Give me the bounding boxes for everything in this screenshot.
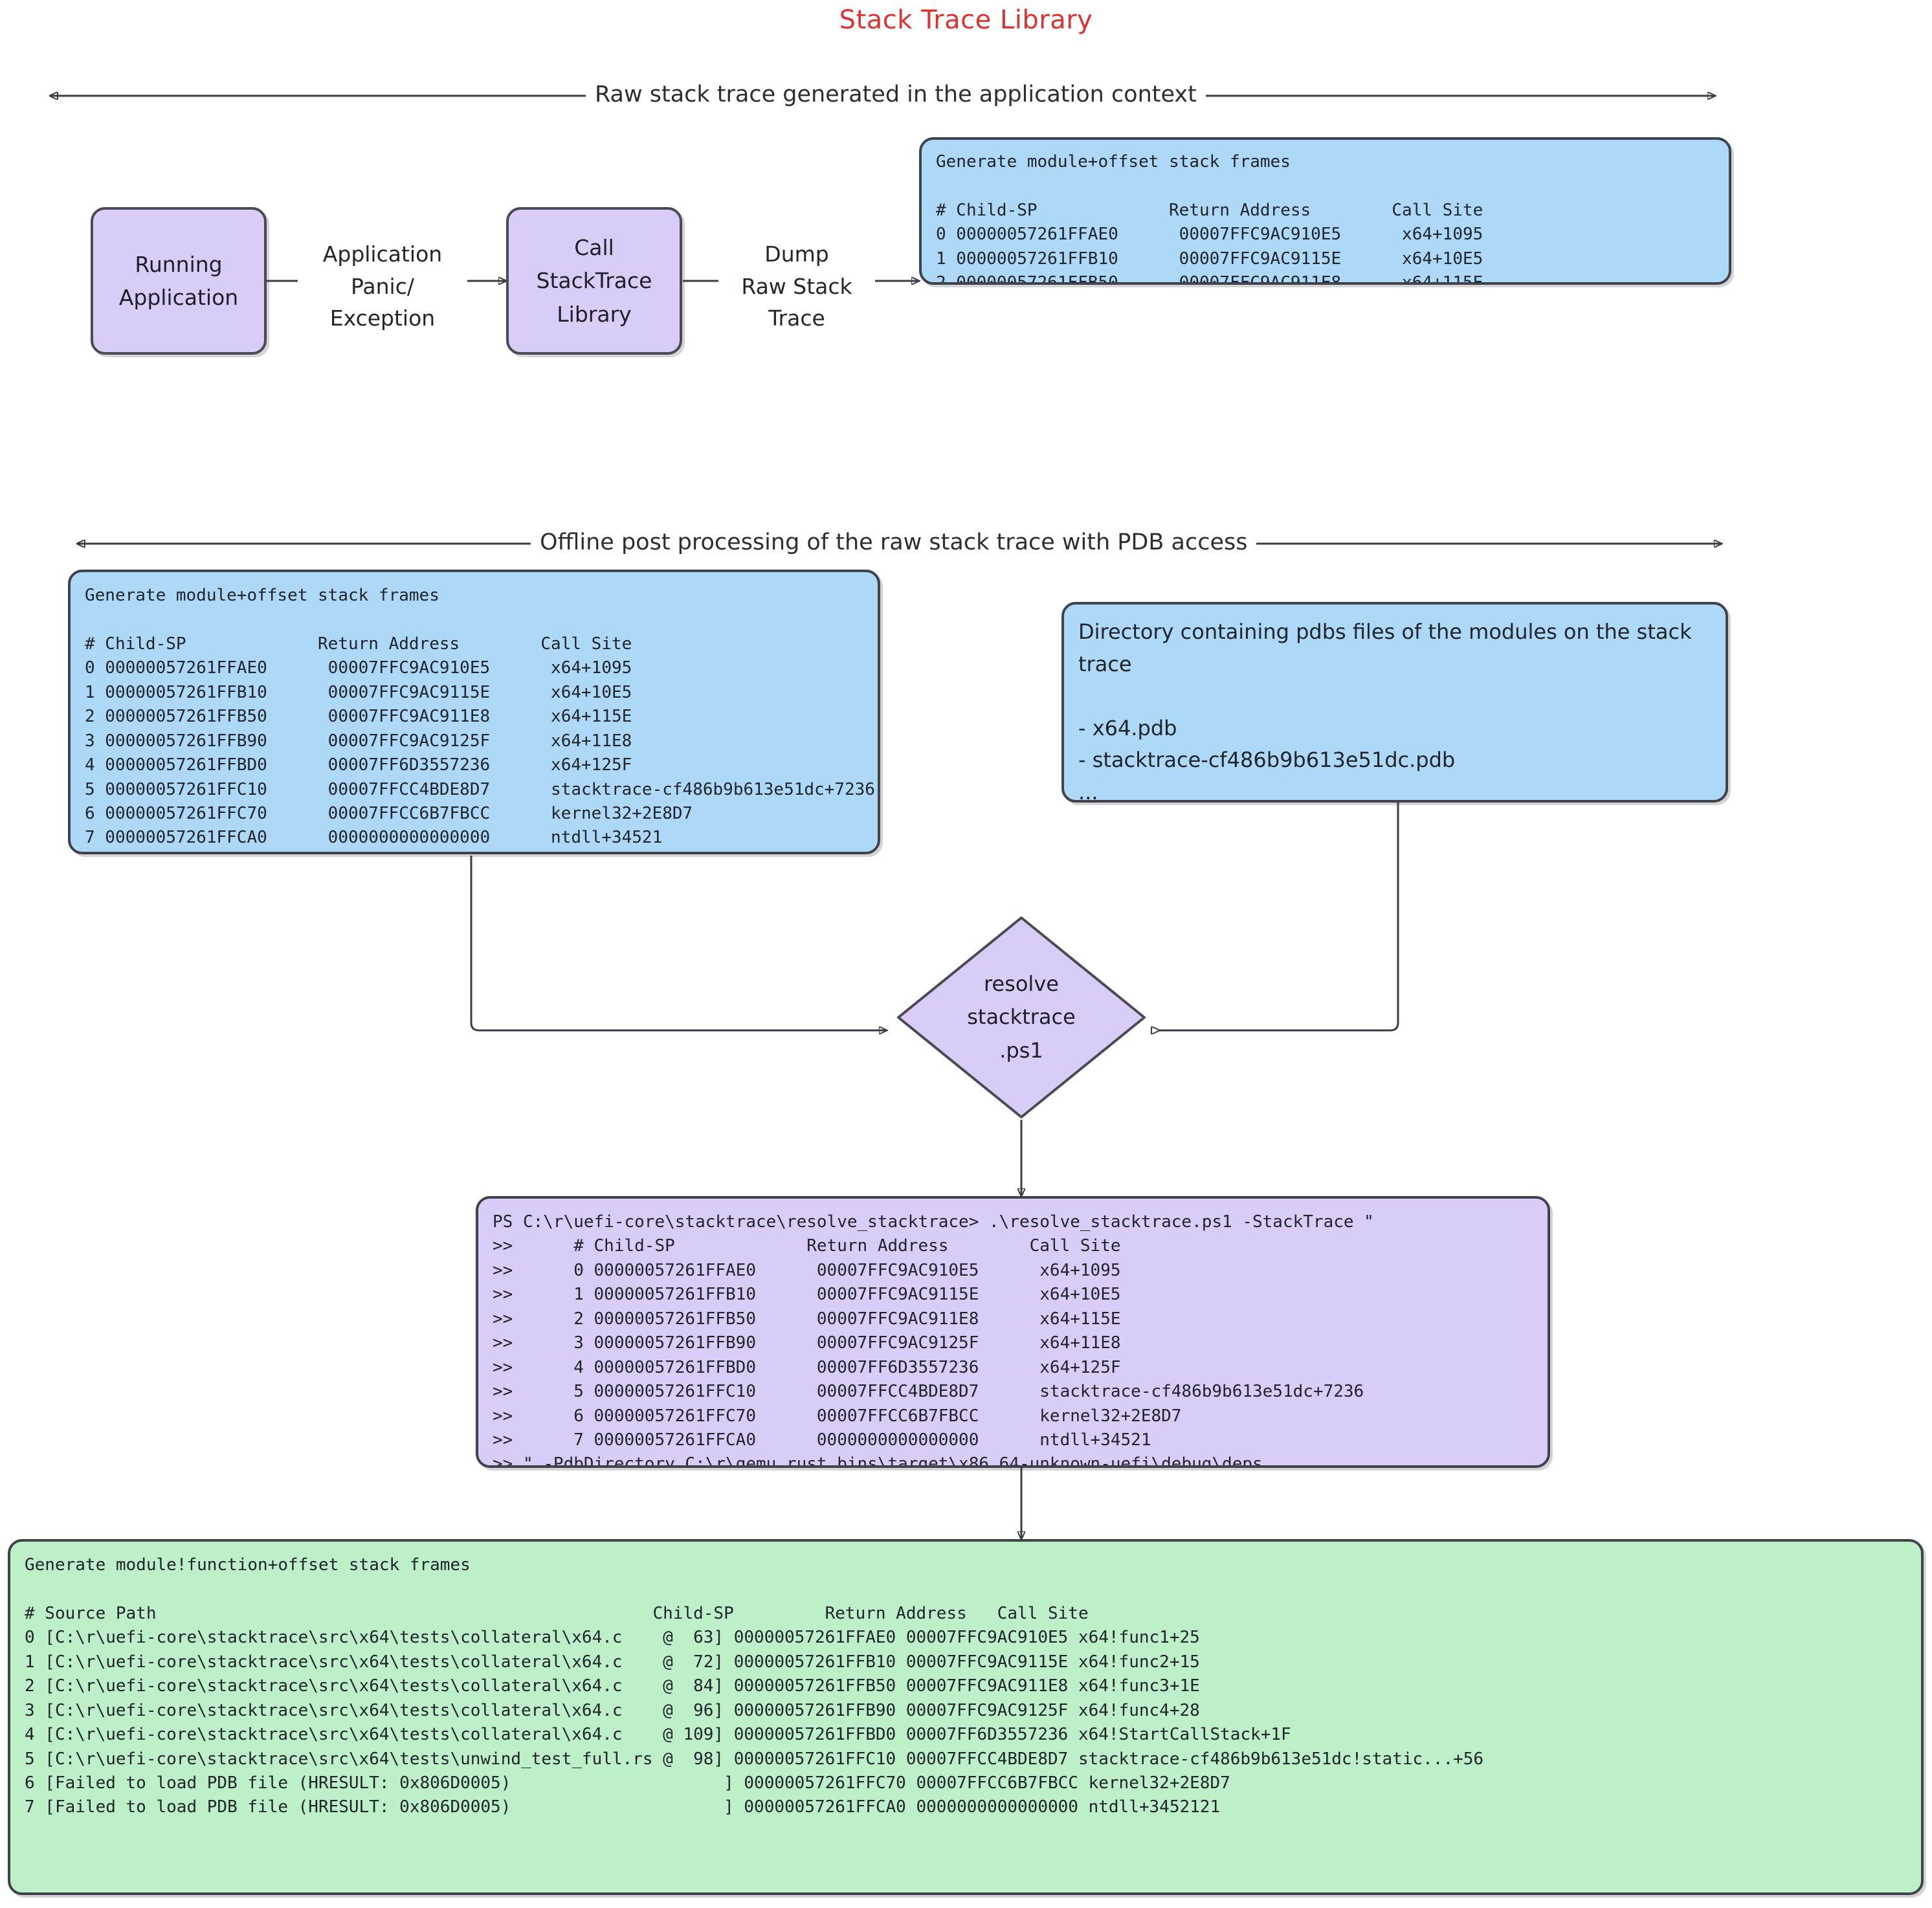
- powershell-command-box: PS C:\r\uefi-core\stacktrace\resolve_sta…: [476, 1196, 1550, 1468]
- edge-label-dump-raw-stack-trace: Dump Raw Stack Trace: [718, 238, 875, 335]
- node-running-application[interactable]: Running Application: [91, 207, 267, 355]
- node-running-application-label: Running Application: [118, 251, 239, 310]
- resolved-stack-frames-box: Generate module!function+offset stack fr…: [8, 1539, 1924, 1895]
- node-call-stacktrace-library[interactable]: Call StackTrace Library: [506, 207, 682, 355]
- band-label-application-context: Raw stack trace generated in the applica…: [586, 82, 1206, 107]
- node-resolve-stacktrace-ps1-label: resolve stacktrace .ps1: [967, 971, 1076, 1063]
- page-title: Stack Trace Library: [839, 5, 1093, 35]
- pdb-directory-box: Directory containing pdbs files of the m…: [1061, 602, 1728, 803]
- edge-label-application-panic: Application Panic/ Exception: [298, 238, 467, 335]
- raw-stack-trace-box-top: Generate module+offset stack frames # Ch…: [919, 137, 1731, 285]
- node-resolve-stacktrace-ps1[interactable]: resolve stacktrace .ps1: [898, 918, 1144, 1117]
- raw-stack-trace-box-mid: Generate module+offset stack frames # Ch…: [68, 570, 880, 854]
- node-call-stacktrace-library-label: Call StackTrace Library: [536, 235, 652, 327]
- band-label-offline-processing: Offline post processing of the raw stack…: [531, 529, 1257, 555]
